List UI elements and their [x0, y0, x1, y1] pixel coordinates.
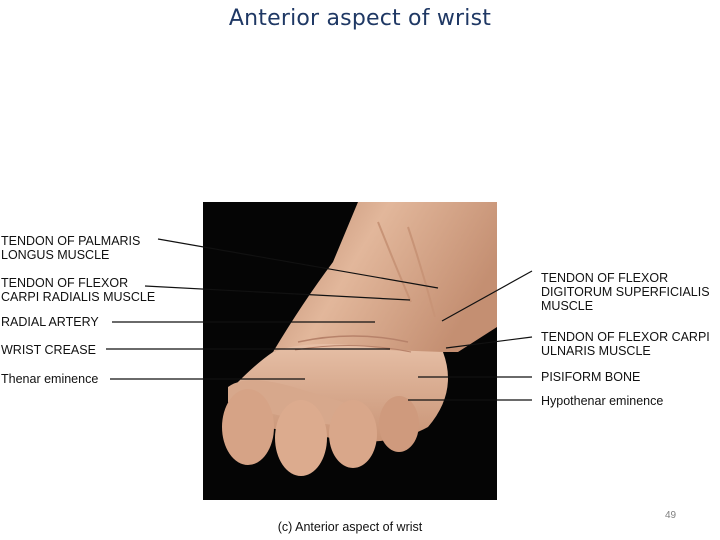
label-fcu-tendon: TENDON OF FLEXOR CARPI ULNARIS MUSCLE	[541, 330, 710, 358]
label-fcr-tendon: TENDON OF FLEXOR CARPI RADIALIS MUSCLE	[1, 276, 156, 304]
page-number: 49	[665, 510, 677, 521]
label-pisiform-bone: PISIFORM BONE	[541, 370, 641, 384]
finger-middle	[275, 400, 327, 476]
figure-caption: (c) Anterior aspect of wrist	[277, 520, 423, 534]
slide-title: Anterior aspect of wrist	[228, 6, 492, 31]
label-wrist-crease: WRIST CREASE	[1, 343, 96, 357]
label-radial-artery: RADIAL ARTERY	[1, 315, 99, 329]
wrist-photo	[203, 202, 497, 500]
label-hypothenar-eminence: Hypothenar eminence	[541, 394, 664, 408]
forearm	[273, 202, 497, 352]
wrist-illustration	[222, 202, 497, 476]
label-thenar-eminence: Thenar eminence	[1, 372, 99, 386]
finger-little	[379, 396, 419, 452]
finger-index	[222, 389, 274, 465]
label-fds-tendon: TENDON OF FLEXOR DIGITORUM SUPERFICIALIS…	[541, 271, 710, 313]
finger-ring	[329, 400, 377, 468]
label-palmaris-tendon: TENDON OF PALMARIS LONGUS MUSCLE	[1, 234, 141, 262]
